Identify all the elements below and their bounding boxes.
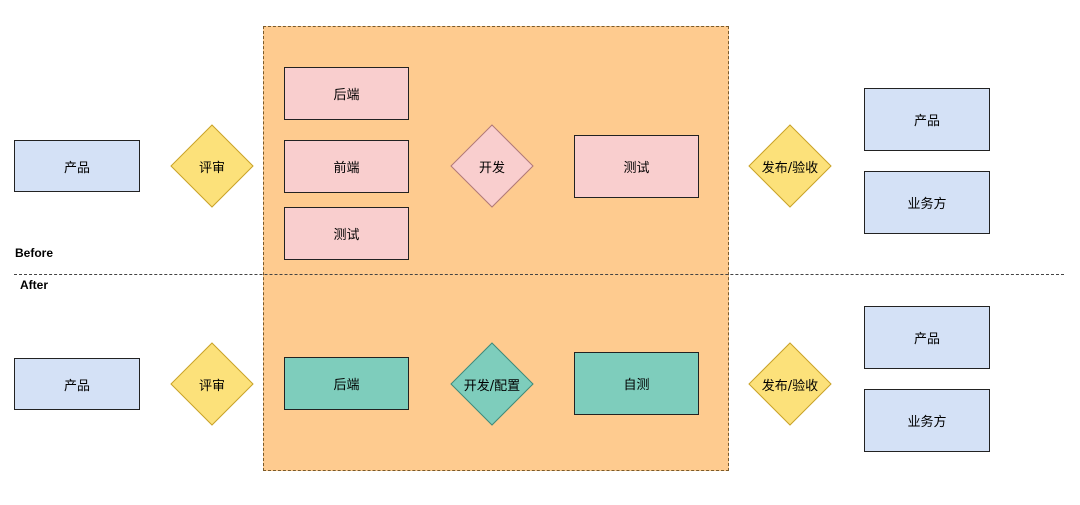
after-release-diamond: 发布/验收	[748, 342, 832, 426]
after-label: After	[20, 278, 49, 292]
after-task-backend-label: 后端	[333, 378, 360, 393]
before-develop-label: 开发	[478, 160, 505, 176]
before-product-box: 产品	[14, 140, 140, 192]
after-stakeholder-business-label: 业务方	[907, 415, 947, 430]
before-release-diamond: 发布/验收	[748, 124, 832, 208]
section-divider	[14, 274, 1064, 275]
before-task-test: 测试	[284, 207, 409, 260]
before-label: Before	[15, 246, 54, 260]
before-release-label: 发布/验收	[761, 160, 819, 176]
after-review-diamond: 评审	[170, 342, 254, 426]
after-stakeholder-product: 产品	[864, 306, 990, 369]
before-task-backend-label: 后端	[333, 88, 360, 103]
before-test-label: 测试	[623, 161, 650, 176]
after-product-box: 产品	[14, 358, 140, 410]
before-develop-diamond: 开发	[450, 124, 534, 208]
before-task-frontend-label: 前端	[333, 161, 360, 176]
before-review-label: 评审	[198, 160, 225, 176]
after-selftest-box: 自测	[574, 352, 699, 415]
before-review-diamond: 评审	[170, 124, 254, 208]
after-stakeholder-product-label: 产品	[913, 332, 940, 347]
before-task-backend: 后端	[284, 67, 409, 120]
after-stakeholder-business: 业务方	[864, 389, 990, 452]
after-task-backend: 后端	[284, 357, 409, 410]
before-stakeholder-business-label: 业务方	[907, 197, 947, 212]
before-test-box: 测试	[574, 135, 699, 198]
before-task-frontend: 前端	[284, 140, 409, 193]
before-stakeholder-business: 业务方	[864, 171, 990, 234]
after-selftest-label: 自测	[623, 378, 650, 393]
before-product-label: 产品	[63, 160, 90, 176]
after-develop-diamond: 开发/配置	[450, 342, 534, 426]
before-stakeholder-product: 产品	[864, 88, 990, 151]
after-product-label: 产品	[63, 378, 90, 394]
after-release-label: 发布/验收	[761, 378, 819, 394]
after-develop-label: 开发/配置	[463, 378, 521, 394]
before-stakeholder-product-label: 产品	[913, 114, 940, 129]
after-review-label: 评审	[198, 378, 225, 394]
before-task-test-label: 测试	[333, 228, 360, 243]
